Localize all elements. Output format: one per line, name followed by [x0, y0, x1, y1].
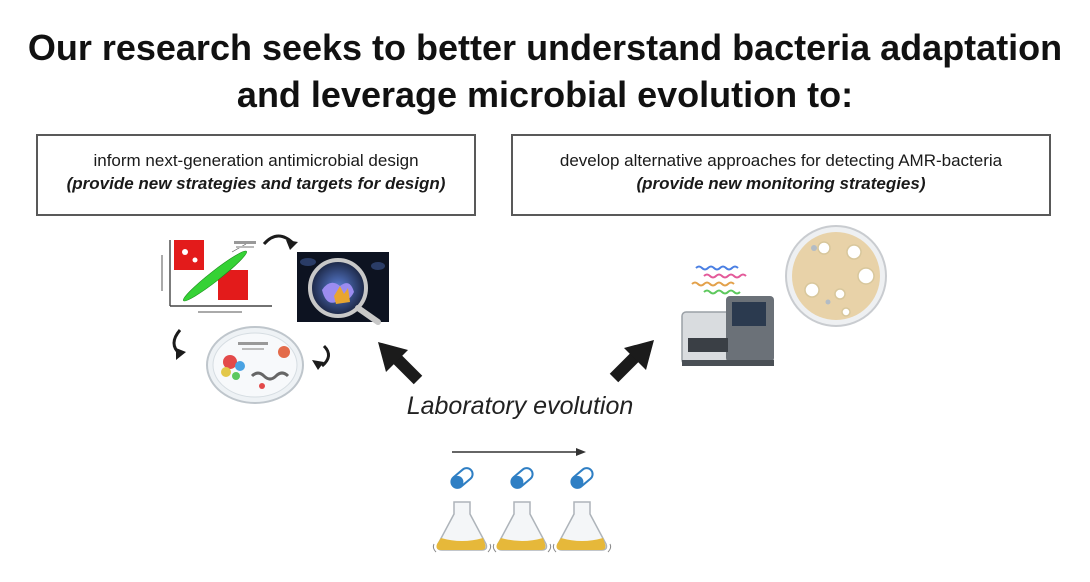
title-line-2: and leverage microbial evolution to: [236, 74, 854, 115]
title-line-1: Our research seeks to better understand … [27, 27, 1063, 68]
arrow-to-design [378, 342, 423, 385]
goal-main-text: develop alternative approaches for detec… [559, 151, 1003, 170]
cycle-arrows [172, 234, 330, 370]
sequence-reads-icon [691, 265, 747, 295]
goal-sub-text: (provide new monitoring strategies) [636, 174, 926, 193]
sequencer-machine-icon [681, 296, 774, 366]
goal-box-amr-detection: develop alternative approaches for detec… [511, 134, 1051, 216]
goal-box-antimicrobial-design: inform next-generation antimicrobial des… [36, 134, 476, 216]
goal-sub-text: (provide new strategies and targets for … [66, 174, 446, 193]
goal-main-text: inform next-generation antimicrobial des… [93, 151, 419, 170]
arrow-to-detection [609, 340, 654, 383]
genomic-mutations-petri-icon [206, 326, 304, 404]
agar-plate-icon [785, 225, 887, 327]
magnifying-glass-icon [297, 252, 389, 325]
evolution-time-arrow [452, 448, 586, 456]
cycle-arrow-top-head [286, 240, 298, 250]
laboratory-evolution-label: Laboratory evolution [406, 392, 634, 420]
fitness-tradeoff-plot-icon [160, 236, 276, 316]
page-title: Our research seeks to better understand … [0, 24, 1090, 118]
antibiotic-pill-icon [450, 467, 594, 489]
cycle-arrow-right-head [312, 360, 324, 370]
culture-flask-icon [432, 501, 612, 553]
cycle-arrow-left-head [176, 348, 186, 360]
cycle-arrow-right [320, 344, 330, 368]
